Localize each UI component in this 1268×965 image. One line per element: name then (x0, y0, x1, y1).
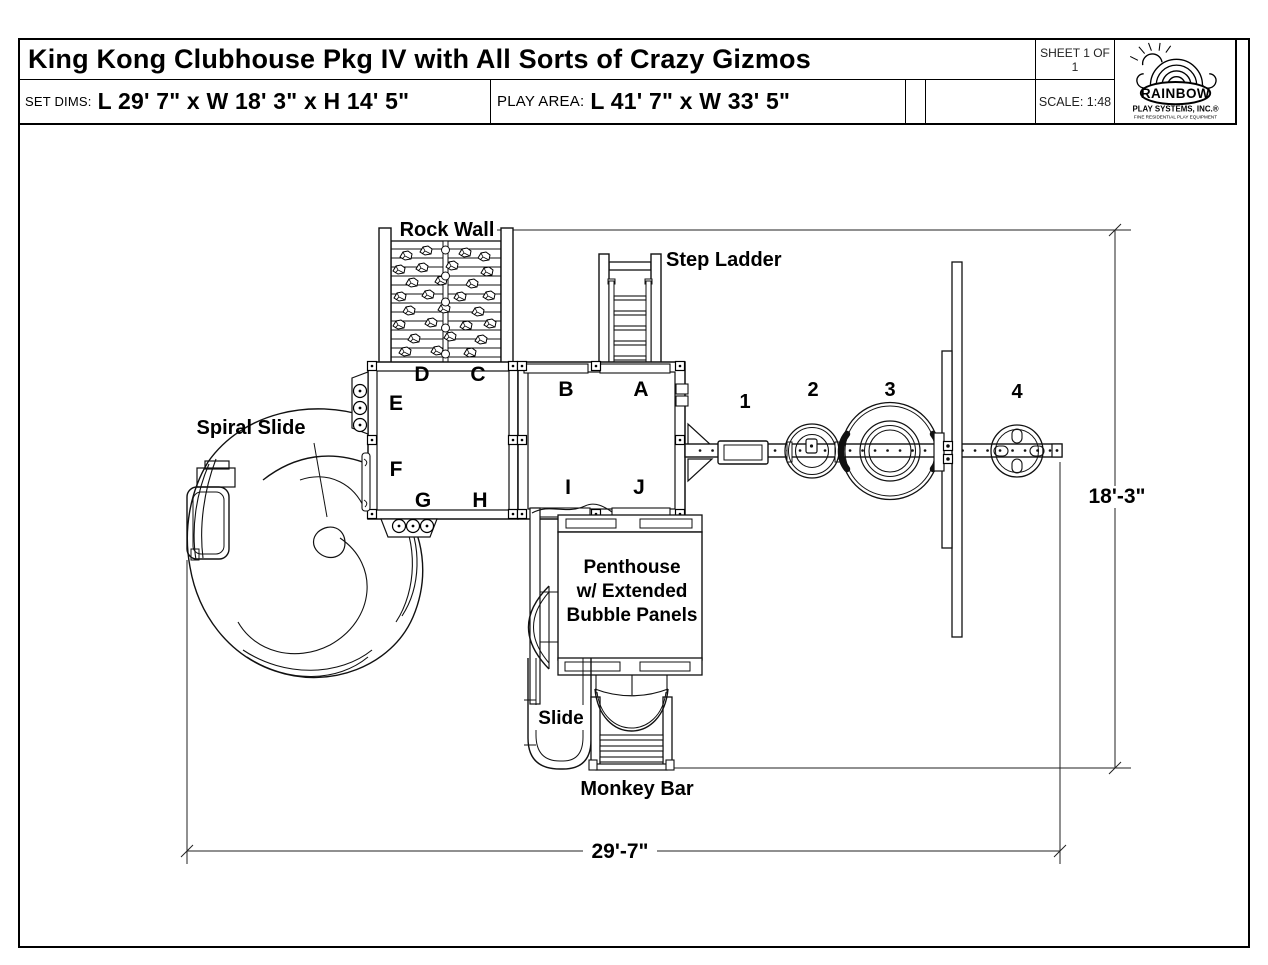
slide-label: Slide (538, 708, 583, 729)
deck-letter-f: F (390, 458, 403, 481)
swing-position-2: 2 (807, 379, 818, 401)
spiral-slide-label: Spiral Slide (197, 417, 306, 439)
deck-letter-d: D (414, 363, 429, 386)
set-dims-cell: SET DIMS: L 29' 7" x W 18' 3" x H 14' 5" (20, 80, 490, 123)
sun-icon (1141, 52, 1163, 65)
play-area-label: PLAY AREA: (497, 93, 585, 110)
swing-position-4: 4 (1011, 381, 1023, 403)
deck-letter-a: A (633, 378, 648, 401)
length-dimension-text: 29'-7" (592, 840, 649, 863)
monkey-bar-drawing (588, 675, 675, 771)
deck-letters: D C B A E F G H I J (389, 363, 649, 512)
length-dimension-ticks (180, 844, 1067, 858)
deck-side-accessories (351, 371, 438, 538)
logo-tagline-text: FINE RESIDENTIAL PLAY EQUIPMENT (1133, 114, 1216, 119)
deck-letter-e: E (389, 392, 403, 415)
dimension-lines (180, 223, 1131, 864)
penthouse-label-line3: Bubble Panels (567, 605, 698, 626)
deck-letter-c: C (470, 363, 485, 386)
swing-frame-legs (933, 261, 963, 638)
logo-company-text: PLAY SYSTEMS, INC.® (1132, 104, 1218, 113)
swing-position-1: 1 (739, 391, 750, 413)
tire-chain-left (837, 430, 851, 473)
sheet-number: SHEET 1 OF 1 (1035, 40, 1114, 80)
monkey-bar-label: Monkey Bar (580, 778, 694, 800)
penthouse-label-line2: w/ Extended (576, 581, 688, 602)
empty-cell-narrow (905, 80, 925, 123)
rainbow-logo: RAINBOW PLAY SYSTEMS, INC.® FINE RESIDEN… (1114, 40, 1235, 123)
step-ladder-drawing (598, 253, 662, 367)
penthouse-drawing: Penthouse w/ Extended Bubble Panels (527, 503, 703, 705)
width-dimension-text: 18'-3" (1089, 485, 1146, 508)
ball-swing (990, 424, 1045, 478)
swing-beam-assembly (684, 261, 1063, 638)
play-area-cell: PLAY AREA: L 41' 7" x W 33' 5" (490, 80, 905, 123)
title-block: King Kong Clubhouse Pkg IV with All Sort… (18, 38, 1237, 125)
monkey-bar-bowl (594, 688, 669, 732)
sun-rays-icon (1129, 42, 1171, 61)
slide-drawing (524, 658, 592, 770)
right-deck (516, 360, 714, 520)
slide-label-bg (534, 705, 588, 730)
logo-brand-text: RAINBOW (1140, 85, 1209, 100)
rainbow-logo-icon: RAINBOW PLAY SYSTEMS, INC.® FINE RESIDEN… (1129, 42, 1218, 119)
step-ladder-label: Step Ladder (666, 249, 782, 271)
penthouse-label-line1: Penthouse (583, 557, 680, 578)
rock-wall-drawing (371, 227, 521, 373)
swing-position-3: 3 (884, 379, 895, 401)
deck-letter-j: J (633, 476, 645, 499)
spiral-slide-exit (186, 460, 236, 561)
set-dims-value: L 29' 7" x W 18' 3" x H 14' 5" (97, 88, 410, 114)
swing-position-numbers: 1 2 3 4 (739, 379, 1023, 413)
deck-letter-i: I (565, 476, 571, 499)
scale-value: SCALE: 1:48 (1035, 80, 1114, 123)
deck-letter-b: B (558, 378, 573, 401)
width-dimension-ticks (1108, 223, 1122, 775)
left-deck (366, 360, 519, 520)
rock-wall-label: Rock Wall (400, 219, 495, 241)
empty-cell (925, 80, 1035, 123)
deck-letter-g: G (415, 489, 431, 512)
flat-swing-seat (717, 440, 769, 465)
bubble-panel (527, 585, 558, 670)
set-dims-label: SET DIMS: (25, 94, 92, 109)
deck-letter-h: H (472, 489, 487, 512)
page-title: King Kong Clubhouse Pkg IV with All Sort… (20, 40, 1035, 80)
play-area-value: L 41' 7" x W 33' 5" (590, 88, 791, 114)
